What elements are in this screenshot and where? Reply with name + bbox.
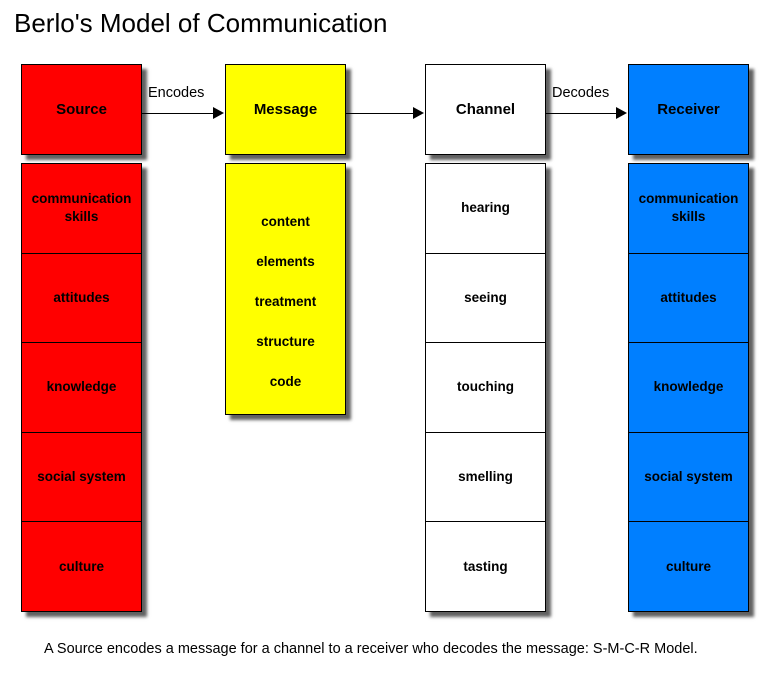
arrow-line-decodes: [546, 113, 617, 114]
attribute-item-message-0[interactable]: content: [261, 214, 310, 229]
diagram-caption: A Source encodes a message for a channel…: [44, 641, 698, 657]
attribute-cell-receiver-3[interactable]: social system: [629, 433, 748, 523]
arrow-head-decodes: [616, 107, 627, 119]
attribute-cell-receiver-2[interactable]: knowledge: [629, 343, 748, 433]
attribute-cell-source-4[interactable]: culture: [58, 558, 104, 574]
attribute-item-message-1[interactable]: elements: [256, 254, 315, 269]
header-box-message[interactable]: Message: [225, 64, 346, 155]
attribute-cell-source-0[interactable]: communication skills: [22, 164, 141, 254]
header-label-channel: Channel: [455, 101, 516, 118]
arrow-label-encodes: Encodes: [148, 85, 205, 101]
attribute-stack-source: communication skills attitudes knowledge…: [21, 163, 142, 612]
attribute-cell-channel-0[interactable]: hearing: [426, 164, 545, 254]
arrow-head-encodes: [213, 107, 224, 119]
attribute-cell-receiver-0[interactable]: communication skills: [629, 164, 748, 254]
header-label-message: Message: [253, 101, 318, 118]
arrow-line-transmits: [346, 113, 414, 114]
attribute-item-message-3[interactable]: structure: [256, 334, 315, 349]
arrow-line-encodes: [142, 113, 214, 114]
attribute-cell-source-2[interactable]: knowledge: [22, 343, 141, 433]
arrow-head-transmits: [413, 107, 424, 119]
attribute-cell-channel-2[interactable]: touching: [426, 343, 545, 433]
attribute-item-message-4[interactable]: code: [269, 374, 302, 389]
header-box-source[interactable]: Source: [21, 64, 142, 155]
attribute-stack-receiver: communication skills attitudes knowledge…: [628, 163, 749, 612]
header-label-receiver: Receiver: [657, 101, 720, 118]
arrow-label-decodes: Decodes: [552, 85, 610, 101]
header-box-channel[interactable]: Channel: [425, 64, 546, 155]
attribute-cell-receiver-1[interactable]: attitudes: [629, 254, 748, 344]
attribute-panel-message: content elements treatment structure cod…: [225, 163, 346, 415]
attribute-stack-channel: hearing seeing touching smelling tasting: [425, 163, 546, 612]
attribute-cell-channel-4[interactable]: tasting: [463, 558, 508, 574]
attribute-cell-receiver-4[interactable]: culture: [665, 558, 711, 574]
attribute-cell-source-1[interactable]: attitudes: [22, 254, 141, 344]
header-box-receiver[interactable]: Receiver: [628, 64, 749, 155]
header-label-source: Source: [56, 101, 107, 118]
page-title: Berlo's Model of Communication: [14, 8, 388, 38]
attribute-cell-channel-1[interactable]: seeing: [426, 254, 545, 344]
attribute-item-message-2[interactable]: treatment: [254, 294, 317, 309]
attribute-cell-channel-3[interactable]: smelling: [426, 433, 545, 523]
attribute-cell-source-3[interactable]: social system: [22, 433, 141, 523]
